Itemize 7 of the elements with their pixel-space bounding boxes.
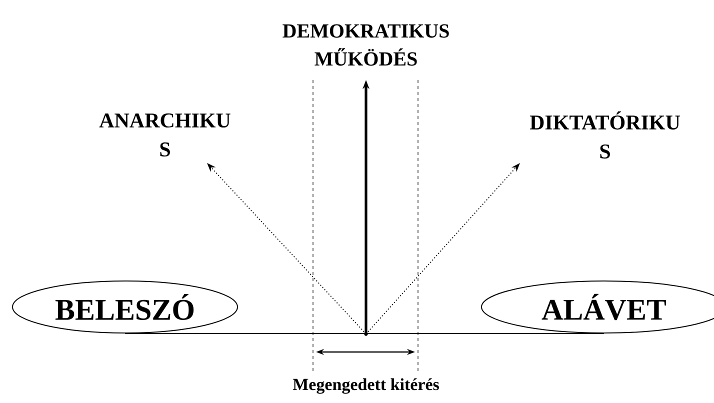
heading-text: ANARCHIKU S (99, 113, 230, 157)
ellipse-label: BELESZÓ (12, 280, 238, 334)
heading-text: DIKTATÓRIKU S (530, 111, 680, 159)
caption-text: Megengedett kitérés (292, 378, 439, 394)
heading-text: DEMOKRATIKUS MŰKÖDÉS (282, 24, 449, 66)
origin-point (364, 332, 368, 336)
ellipse-label: ALÁVET (481, 280, 714, 334)
